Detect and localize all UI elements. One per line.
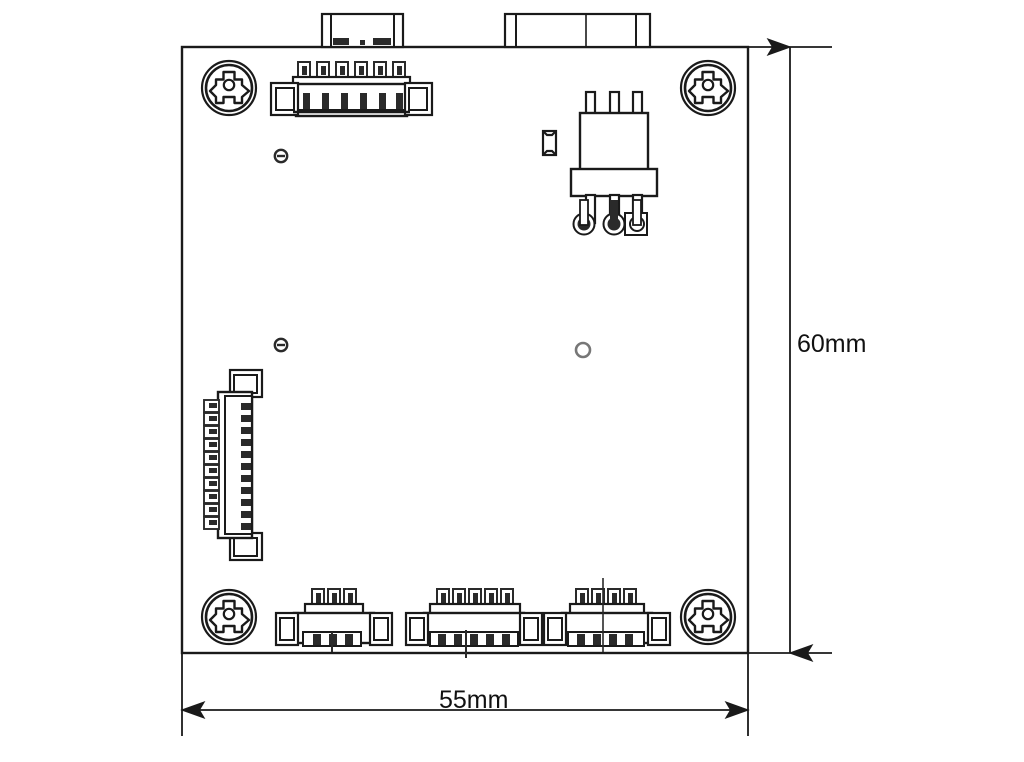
dimension-height xyxy=(748,38,832,662)
dimension-width-label: 55mm xyxy=(439,686,509,714)
dimension-width xyxy=(180,653,750,736)
mounting-screw-top-right xyxy=(679,59,737,117)
dimension-height-label: 60mm xyxy=(797,330,867,358)
pin-header-3pin xyxy=(569,90,659,236)
hole-center-right xyxy=(574,341,592,359)
via-upper-left xyxy=(273,148,289,164)
fpc-connector-bottom-center xyxy=(404,588,544,658)
fpc-connector-bottom-left xyxy=(274,588,394,652)
smd-component xyxy=(541,129,558,157)
edge-tab-top-left xyxy=(320,12,405,49)
mounting-screw-bottom-left xyxy=(200,588,258,646)
via-mid-left xyxy=(273,337,289,353)
pcb-board-outline xyxy=(180,45,750,655)
fpc-connector-top xyxy=(269,61,434,118)
fpc-connector-bottom-right xyxy=(542,578,672,652)
edge-tab-top-right xyxy=(503,12,652,49)
mounting-screw-bottom-right xyxy=(679,588,737,646)
mounting-screw-top-left xyxy=(200,59,258,117)
fpc-connector-left xyxy=(203,368,264,562)
